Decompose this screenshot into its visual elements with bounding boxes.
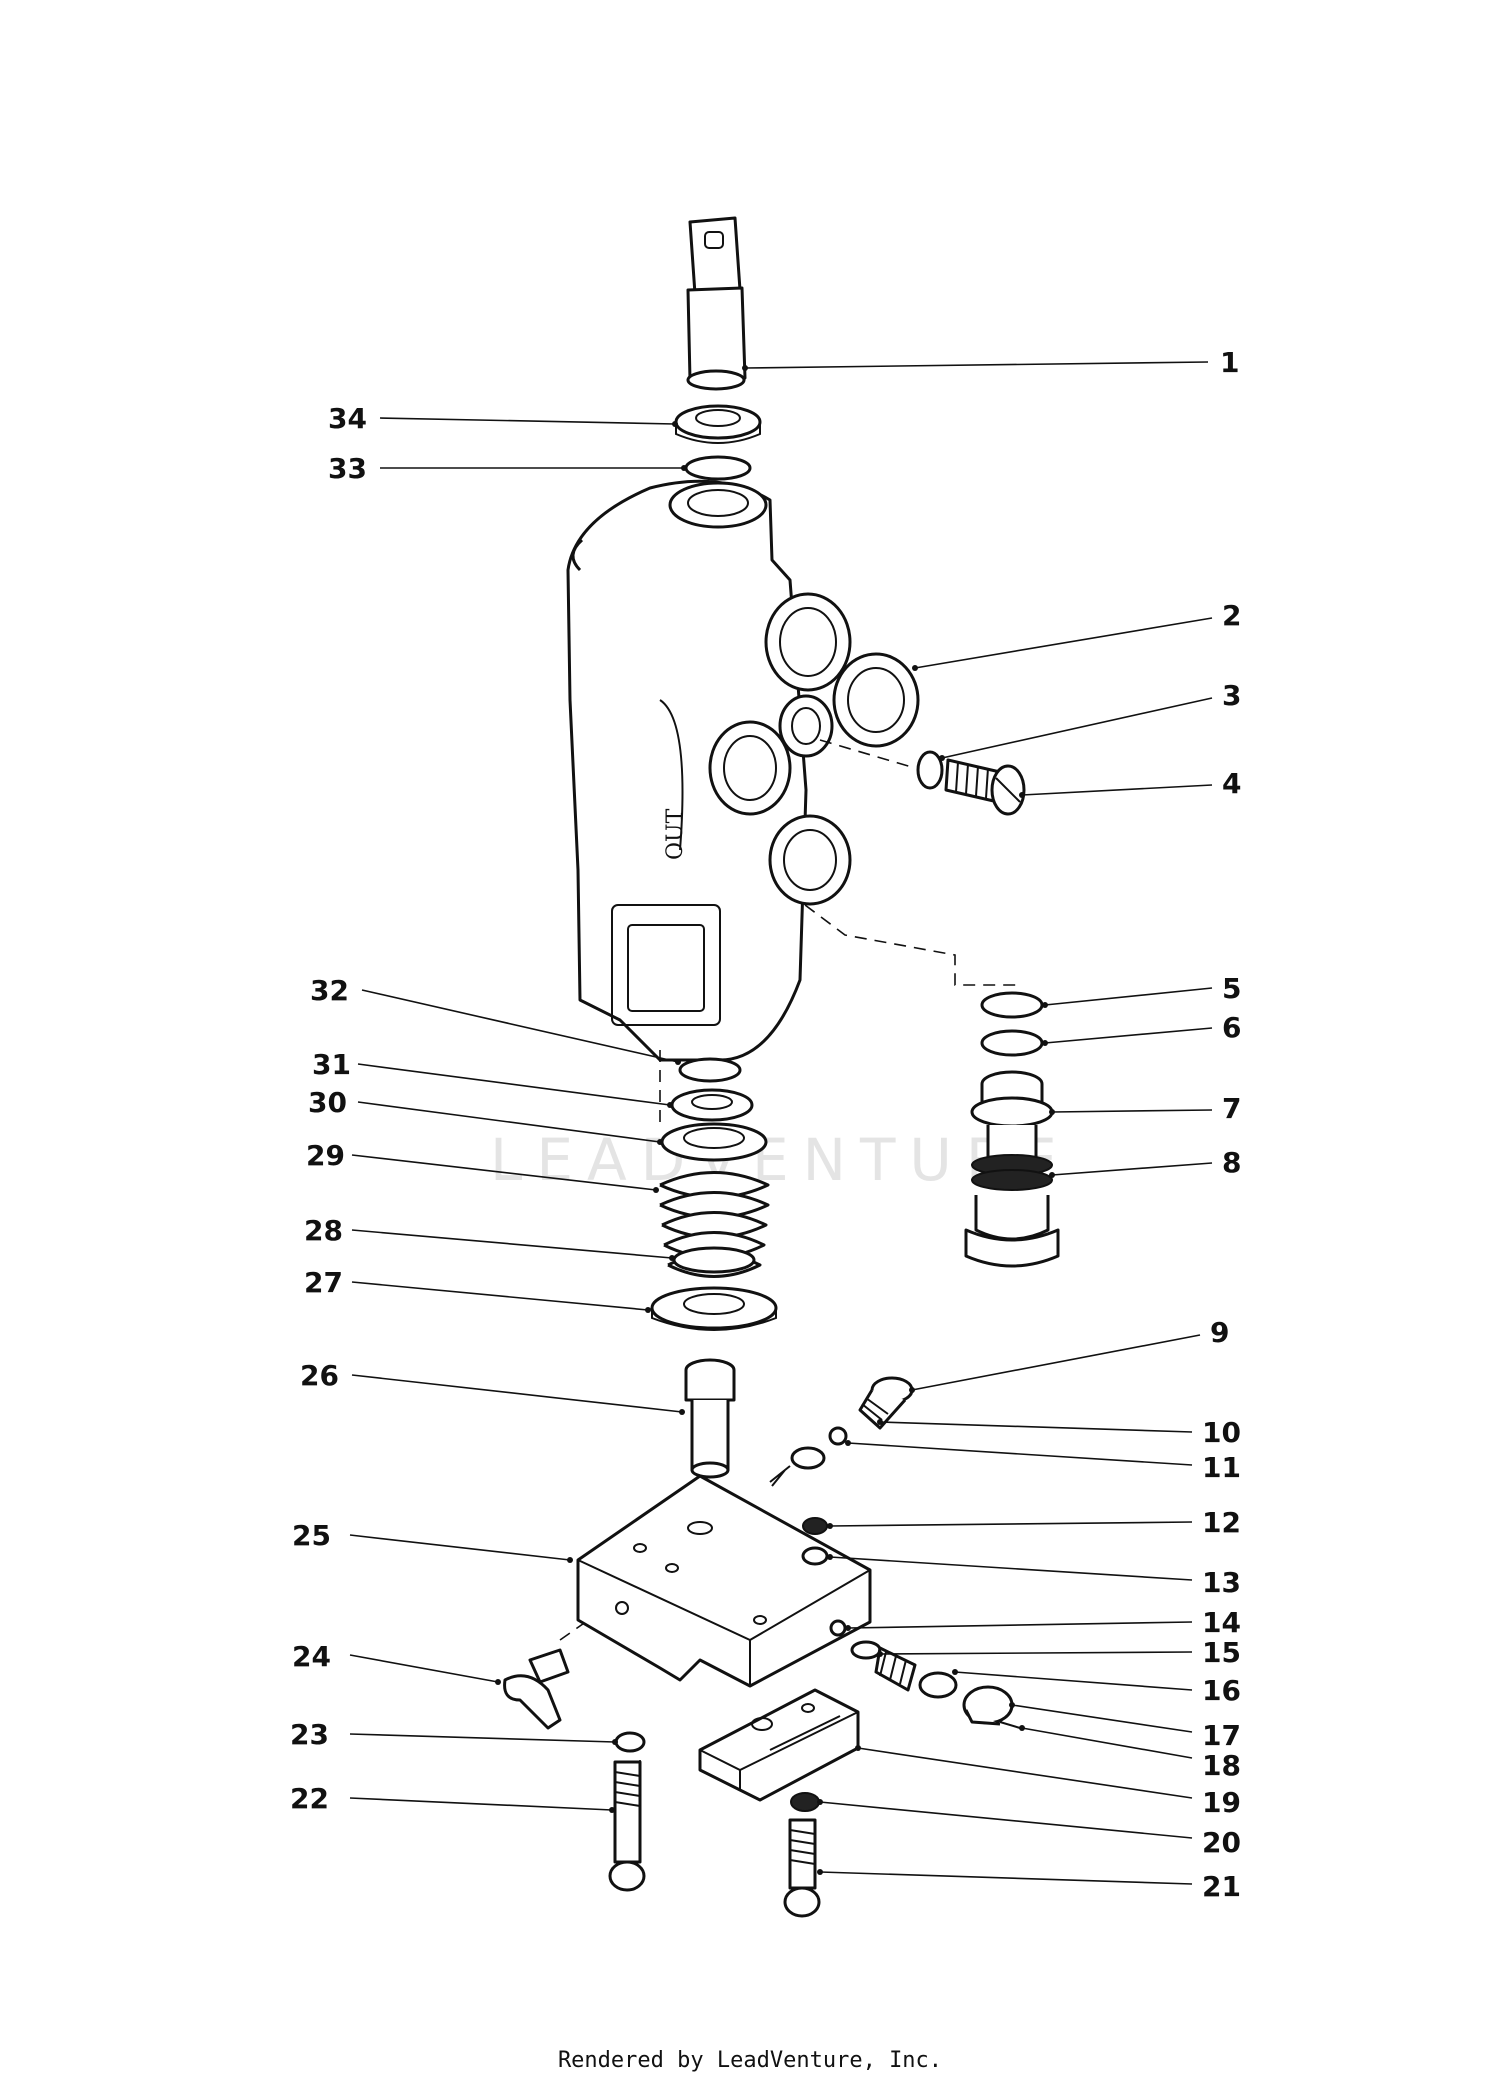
- o-ring-part: [980, 1029, 1044, 1057]
- svg-text:8: 8: [1222, 1146, 1241, 1179]
- callout-20: 20: [817, 1799, 1241, 1859]
- spring-stack-part: [650, 1057, 778, 1331]
- callout-27: 27: [304, 1266, 651, 1313]
- callout-9: 9: [909, 1316, 1229, 1393]
- bolt-part: [608, 1760, 646, 1892]
- svg-text:14: 14: [1202, 1606, 1241, 1639]
- washer-part: [614, 1731, 646, 1753]
- callout-10: 10: [877, 1416, 1241, 1449]
- callout-28: 28: [304, 1214, 675, 1261]
- callout-31: 31: [312, 1048, 673, 1108]
- spool-part: [686, 216, 747, 391]
- plug-part: [944, 758, 1026, 816]
- callout-8: 8: [1049, 1146, 1241, 1179]
- callout-26: 26: [300, 1359, 685, 1415]
- base-plate-part: [698, 1688, 860, 1802]
- svg-text:19: 19: [1202, 1786, 1241, 1819]
- svg-text:23: 23: [290, 1718, 329, 1751]
- seal-part: [674, 404, 762, 444]
- callout-34: 34: [328, 402, 678, 435]
- callout-30: 30: [308, 1086, 663, 1145]
- callout-18: 18: [1019, 1725, 1241, 1782]
- callout-1: 1: [742, 346, 1239, 379]
- svg-text:32: 32: [310, 974, 349, 1007]
- svg-text:22: 22: [290, 1782, 329, 1815]
- svg-text:6: 6: [1222, 1011, 1241, 1044]
- svg-text:7: 7: [1222, 1092, 1241, 1125]
- callout-11: 11: [845, 1440, 1241, 1484]
- footer-credit: Rendered by LeadVenture, Inc.: [557, 2048, 943, 2073]
- callouts: 1 2 3 4 5 6 7: [290, 346, 1241, 1903]
- svg-text:24: 24: [292, 1640, 331, 1673]
- callout-33: 33: [328, 452, 687, 485]
- callout-29: 29: [306, 1139, 659, 1193]
- svg-text:31: 31: [312, 1048, 351, 1081]
- svg-text:3: 3: [1222, 679, 1241, 712]
- svg-text:16: 16: [1202, 1674, 1241, 1707]
- relief-cartridge-part: [964, 1070, 1060, 1268]
- svg-text:29: 29: [306, 1139, 345, 1172]
- callout-5: 5: [1042, 972, 1241, 1008]
- o-ring-part: [916, 750, 944, 790]
- callout-12: 12: [827, 1506, 1241, 1539]
- svg-text:25: 25: [292, 1519, 331, 1552]
- callout-19: 19: [855, 1745, 1241, 1819]
- svg-text:21: 21: [1202, 1870, 1241, 1903]
- svg-text:27: 27: [304, 1266, 343, 1299]
- o-ring-part: [684, 455, 752, 481]
- callout-25: 25: [292, 1519, 573, 1563]
- callout-21: 21: [817, 1869, 1241, 1903]
- svg-text:OUT: OUT: [663, 808, 688, 860]
- svg-text:15: 15: [1202, 1636, 1241, 1669]
- bolt-part: [783, 1818, 821, 1918]
- ports: [708, 592, 920, 906]
- callout-14: 14: [845, 1606, 1241, 1639]
- callout-7: 7: [1049, 1092, 1241, 1125]
- svg-text:5: 5: [1222, 972, 1241, 1005]
- svg-text:10: 10: [1202, 1416, 1241, 1449]
- centre-line: [804, 904, 1020, 986]
- part-illustrations: OUT: [503, 216, 1060, 1918]
- callout-15: 15: [877, 1636, 1241, 1669]
- svg-text:9: 9: [1210, 1316, 1229, 1349]
- svg-text:18: 18: [1202, 1749, 1241, 1782]
- callout-6: 6: [1042, 1011, 1241, 1046]
- callout-17: 17: [1009, 1702, 1241, 1752]
- detent-kit-part: [829, 1619, 1021, 1729]
- callout-2: 2: [912, 599, 1241, 671]
- svg-text:26: 26: [300, 1359, 339, 1392]
- svg-text:12: 12: [1202, 1506, 1241, 1539]
- washer-part: [802, 1517, 828, 1535]
- callout-23: 23: [290, 1718, 618, 1751]
- svg-text:2: 2: [1222, 599, 1241, 632]
- watermark-text: LEADVENTURE: [490, 1126, 1071, 1194]
- callout-32: 32: [310, 974, 681, 1065]
- spool-end-part: [684, 1358, 736, 1479]
- centre-line: [819, 739, 916, 769]
- callout-3: 3: [939, 679, 1241, 761]
- callout-4: 4: [1019, 767, 1241, 800]
- callout-22: 22: [290, 1782, 615, 1815]
- cap-block-part: [576, 1474, 872, 1688]
- fitting-part: [503, 1648, 570, 1730]
- washer-part: [801, 1546, 829, 1566]
- svg-text:1: 1: [1220, 346, 1239, 379]
- svg-text:20: 20: [1202, 1826, 1241, 1859]
- svg-text:17: 17: [1202, 1719, 1241, 1752]
- svg-text:30: 30: [308, 1086, 347, 1119]
- valve-body-part: OUT: [566, 479, 920, 1062]
- detent-part: [769, 1376, 914, 1487]
- svg-text:4: 4: [1222, 767, 1241, 800]
- svg-text:11: 11: [1202, 1451, 1241, 1484]
- svg-text:13: 13: [1202, 1566, 1241, 1599]
- callout-24: 24: [292, 1640, 501, 1685]
- svg-text:34: 34: [328, 402, 367, 435]
- svg-text:33: 33: [328, 452, 367, 485]
- callout-13: 13: [827, 1554, 1241, 1599]
- washer-part: [790, 1792, 820, 1812]
- o-ring-part: [980, 991, 1044, 1019]
- svg-text:28: 28: [304, 1214, 343, 1247]
- callout-16: 16: [952, 1669, 1241, 1707]
